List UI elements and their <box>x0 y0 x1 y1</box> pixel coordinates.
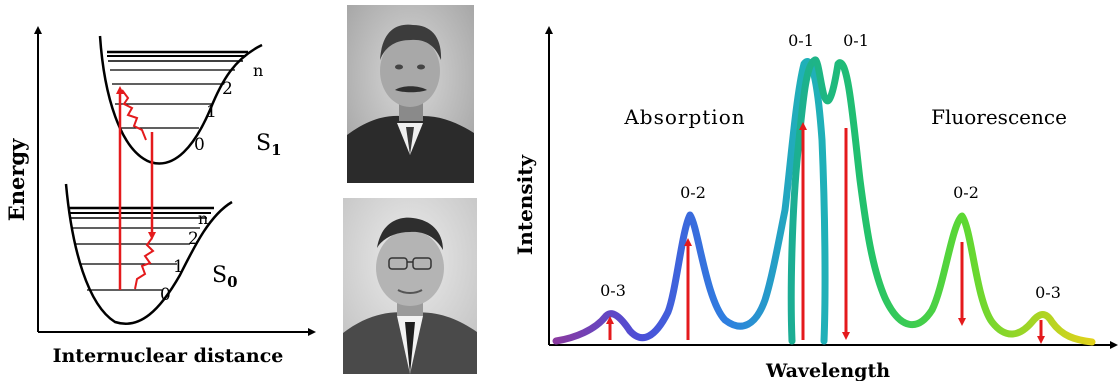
fluorescence-peak-arrows <box>842 128 1045 344</box>
energy-diagram: Energy Internuclear distance n 2 1 0 S1 <box>4 26 316 367</box>
fluorescence-spectrum-curve <box>787 56 1096 346</box>
portrait-top-image <box>347 5 474 183</box>
s1-relaxation-squiggle <box>121 89 147 141</box>
s1-level-n: n <box>253 61 263 80</box>
peak-label-abs-02: 0-2 <box>680 183 706 202</box>
s0-state-label: S0 <box>212 263 238 291</box>
s1-potential-curve <box>98 35 263 165</box>
peak-label-fl-03: 0-3 <box>1035 283 1061 302</box>
energy-axis-label: Energy <box>4 138 29 221</box>
s0-vibrational-levels <box>69 206 214 291</box>
spectrum-chart: Intensity Wavelength Absorption Fluoresc… <box>513 26 1118 381</box>
peak-label-abs-03: 0-3 <box>600 281 626 300</box>
s0-relaxation-squiggle <box>134 237 155 290</box>
absorption-spectrum-curve <box>552 58 829 345</box>
wavelength-axis-label: Wavelength <box>765 360 890 381</box>
s0-level-1: 1 <box>173 257 184 277</box>
s1-level-2: 2 <box>222 79 233 99</box>
s1-vibrational-levels <box>107 50 248 129</box>
portrait-photo-bottom <box>343 198 477 374</box>
s1-level-1: 1 <box>206 102 217 122</box>
s0-potential-curve <box>64 183 233 325</box>
s0-level-2: 2 <box>188 229 199 249</box>
absorption-label: Absorption <box>623 105 745 129</box>
s1-level-0: 0 <box>194 135 205 155</box>
peak-label-abs-01: 0-1 <box>788 31 814 50</box>
portrait-bottom-image <box>343 198 477 374</box>
distance-axis-label: Internuclear distance <box>53 345 284 367</box>
s0-level-0: 0 <box>160 285 171 305</box>
fluorescence-label: Fluorescence <box>931 105 1067 129</box>
intensity-axis-label: Intensity <box>513 154 537 255</box>
portrait-photo-top <box>347 5 474 183</box>
s1-state-label: S1 <box>256 131 282 159</box>
peak-label-fl-01: 0-1 <box>843 31 869 50</box>
s0-level-n: n <box>198 209 208 228</box>
absorption-peak-arrows <box>606 122 807 340</box>
peak-label-fl-02: 0-2 <box>953 183 979 202</box>
